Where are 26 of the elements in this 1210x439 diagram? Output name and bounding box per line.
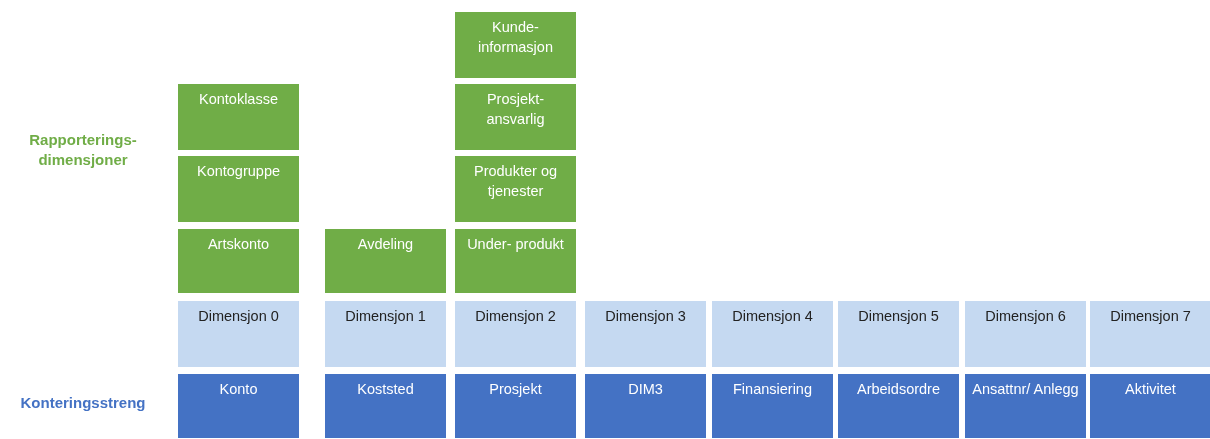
row-label: Rapporterings- dimensjoner bbox=[28, 130, 138, 170]
posting-field-box: Koststed bbox=[325, 374, 446, 438]
posting-field-box: Prosjekt bbox=[455, 374, 576, 438]
dimension-box: Kontogruppe bbox=[178, 156, 299, 222]
dimension-box: Under- produkt bbox=[455, 229, 576, 293]
posting-field-box: Konto bbox=[178, 374, 299, 438]
dimension-header: Dimensjon 7 bbox=[1090, 301, 1210, 367]
posting-field-box: Finansiering bbox=[712, 374, 833, 438]
dimension-header: Dimensjon 1 bbox=[325, 301, 446, 367]
posting-field-box: DIM3 bbox=[585, 374, 706, 438]
posting-field-box: Arbeidsordre bbox=[838, 374, 959, 438]
dimension-box: Avdeling bbox=[325, 229, 446, 293]
dimension-box: Kunde- informasjon bbox=[455, 12, 576, 78]
dimension-header: Dimensjon 5 bbox=[838, 301, 959, 367]
posting-field-box: Ansattnr/ Anlegg bbox=[965, 374, 1086, 438]
dimension-box: Produkter og tjenester bbox=[455, 156, 576, 222]
dimension-box: Prosjekt- ansvarlig bbox=[455, 84, 576, 150]
dimension-header: Dimensjon 2 bbox=[455, 301, 576, 367]
dimension-box: Artskonto bbox=[178, 229, 299, 293]
dimension-header: Dimensjon 4 bbox=[712, 301, 833, 367]
dimension-box: Kontoklasse bbox=[178, 84, 299, 150]
dimension-header: Dimensjon 0 bbox=[178, 301, 299, 367]
dimension-header: Dimensjon 3 bbox=[585, 301, 706, 367]
posting-field-box: Aktivitet bbox=[1090, 374, 1210, 438]
dimension-header: Dimensjon 6 bbox=[965, 301, 1086, 367]
row-label: Konteringsstreng bbox=[19, 393, 147, 413]
